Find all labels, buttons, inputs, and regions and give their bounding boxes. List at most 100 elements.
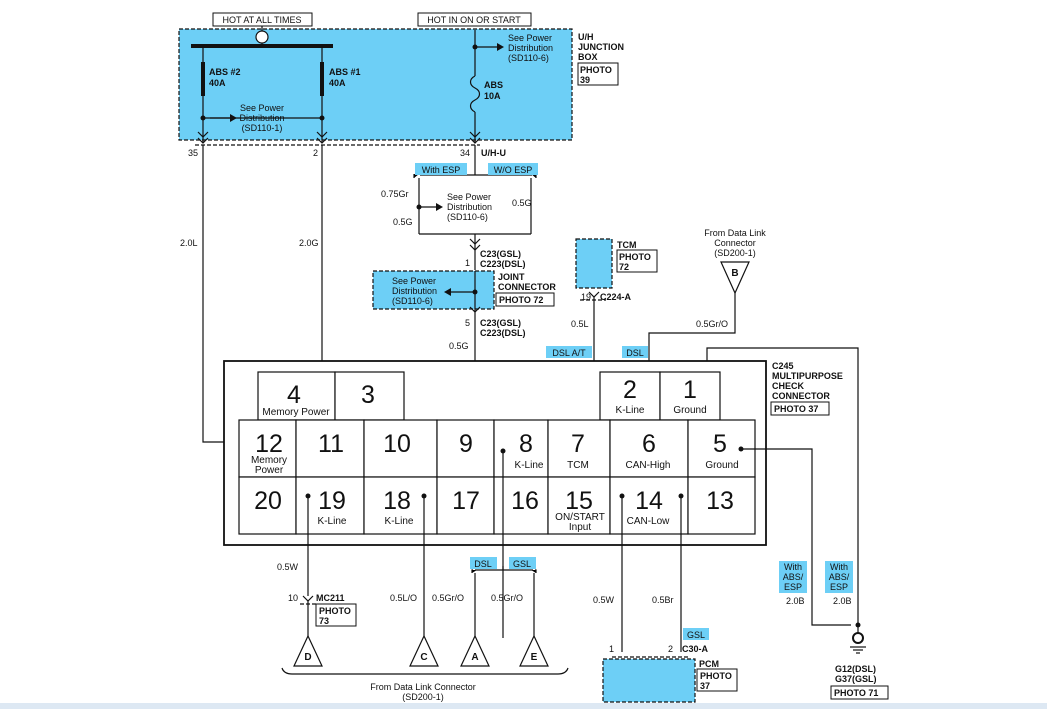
junction-box-title-2: JUNCTION	[578, 42, 624, 52]
pin-13-num: 13	[706, 487, 734, 515]
terminal-d-label: D	[304, 652, 311, 663]
terminal-e-icon	[519, 634, 549, 667]
arrow-right-icon	[497, 43, 504, 51]
pcm-box	[602, 658, 696, 703]
ground-g12: G12(DSL)	[835, 664, 876, 674]
with-abs-esp-tag-2	[825, 561, 853, 593]
joint-see-power-1: See Power	[392, 276, 436, 286]
pin-1-num: 1	[683, 376, 697, 404]
pin-3: 3	[334, 371, 405, 421]
pin-19-label: K-Line	[318, 516, 347, 527]
pin-8-label: K-Line	[515, 460, 544, 471]
pin-5-label: Ground	[705, 460, 738, 471]
pin-7: 7 TCM	[547, 419, 611, 478]
dlc-top-from-3: (SD200-1)	[714, 248, 756, 258]
abs10-label: ABS	[484, 80, 503, 90]
terminal-b-label: B	[731, 268, 738, 279]
arrow-right-icon	[230, 114, 237, 122]
pin-9: 9	[436, 419, 495, 478]
dsl-label: DSL	[626, 348, 644, 358]
pin-12-num: 12	[255, 430, 283, 458]
esp-see-power-3: (SD110-6)	[447, 212, 488, 222]
with-esp-label: With ESP	[422, 165, 461, 175]
junction-box-photo-num: 39	[580, 75, 590, 85]
wire-05g-right-label: 0.5G	[512, 198, 532, 208]
abs1-rating: 40A	[329, 78, 346, 88]
joint-pin-5: 5	[465, 318, 470, 328]
pin-9-num: 9	[459, 430, 473, 458]
pcm-pin-2: 2	[668, 644, 673, 654]
pin-15-label-1: ON/START	[555, 512, 605, 523]
gsl-bottom-tag	[509, 557, 536, 569]
pin-8-num: 8	[519, 430, 533, 458]
pin-12: 12 Memory Power	[238, 419, 297, 478]
hot-at-all-times-label: HOT AT ALL TIMES	[222, 15, 301, 25]
pin-12-label-2: Power	[255, 465, 284, 476]
wire-20l-label: 2.0L	[180, 238, 198, 248]
dsl-bottom-tag	[470, 557, 497, 569]
pin-1: 1 Ground	[659, 371, 721, 421]
esp-see-power-2: Distribution	[447, 202, 492, 212]
pin-7-num: 7	[571, 430, 585, 458]
pin-2-label: K-Line	[616, 405, 645, 416]
mc211-photo-num: 73	[319, 616, 329, 626]
joint-wire-05g: 0.5G	[449, 341, 469, 351]
tcm-title: TCM	[617, 240, 637, 250]
c245-title-3: CHECK	[772, 381, 805, 391]
pin-2-num: 2	[623, 376, 637, 404]
dsl-bottom-label: DSL	[474, 559, 492, 569]
dlc-top-from-1: From Data Link	[704, 228, 766, 238]
connector-chevrons	[197, 131, 481, 144]
gsl-bottom-label: GSL	[513, 559, 531, 569]
joint-c223-dsl: C223(DSL)	[480, 328, 526, 338]
terminal-a-icon	[460, 634, 490, 667]
see-power-left-2: Distribution	[239, 113, 284, 123]
pcm-photo	[696, 668, 738, 692]
dlc-bottom-from-2: (SD200-1)	[402, 692, 444, 702]
wire-20b-1: 2.0B	[786, 596, 805, 606]
abs2-label: ABS #2	[209, 67, 241, 77]
joint-see-power-2: Distribution	[392, 286, 437, 296]
hot-in-on-or-start-label: HOT IN ON OR START	[427, 15, 521, 25]
tcm-wire-05l: 0.5L	[571, 319, 589, 329]
joint-c23-gsl: C23(GSL)	[480, 318, 521, 328]
pcm-photo-label: PHOTO	[700, 671, 732, 681]
dlc-top-wire-label: 0.5Gr/O	[696, 319, 728, 329]
terminal-d-icon	[293, 634, 323, 667]
abs2-rating: 40A	[209, 78, 226, 88]
tcm-pin-19: 19	[581, 292, 591, 302]
terminal-e-label: E	[531, 652, 538, 663]
pin-4-label: Memory Power	[262, 407, 330, 418]
pin-19: 19 K-Line	[295, 476, 365, 535]
mc211-pin-10: 10	[288, 593, 298, 603]
pcm-title: PCM	[699, 659, 719, 669]
joint-title-1: JOINT	[498, 272, 525, 282]
ground-g37: G37(GSL)	[835, 674, 877, 684]
see-power-right-2: Distribution	[508, 43, 553, 53]
pin-11: 11	[295, 419, 365, 478]
junction-box-photo-label: PHOTO	[580, 65, 612, 75]
wire-075gr-label: 0.75Gr	[381, 189, 409, 199]
wire-05gro-a: 0.5Gr/O	[432, 593, 464, 603]
dlc-top-from-2: Connector	[714, 238, 756, 248]
with-abs-esp-1-c: ESP	[784, 582, 802, 592]
with-abs-esp-2-b: ABS/	[829, 572, 850, 582]
mc211-photo-label: PHOTO	[319, 606, 351, 616]
ground-photo-label: PHOTO 71	[834, 688, 878, 698]
wire-05w-left: 0.5W	[277, 562, 299, 572]
tcm-photo-num: 72	[619, 262, 629, 272]
wo-esp-label: W/O ESP	[494, 165, 533, 175]
tcm-photo	[616, 249, 658, 273]
pin-14-num: 14	[635, 487, 663, 515]
with-esp-tag	[415, 163, 467, 175]
gsl-pcm-tag	[683, 628, 709, 640]
junction-box-photo	[577, 62, 619, 86]
pin-16: 16	[493, 476, 549, 535]
junction-box-title-3: BOX	[578, 52, 598, 62]
pcm-pin-1: 1	[609, 644, 614, 654]
joint-see-power-3: (SD110-6)	[392, 296, 433, 306]
joint-photo	[495, 292, 555, 307]
ground-photo	[830, 685, 889, 700]
mc211-label: MC211	[316, 593, 345, 603]
pin-12-label-1: Memory	[251, 455, 287, 466]
